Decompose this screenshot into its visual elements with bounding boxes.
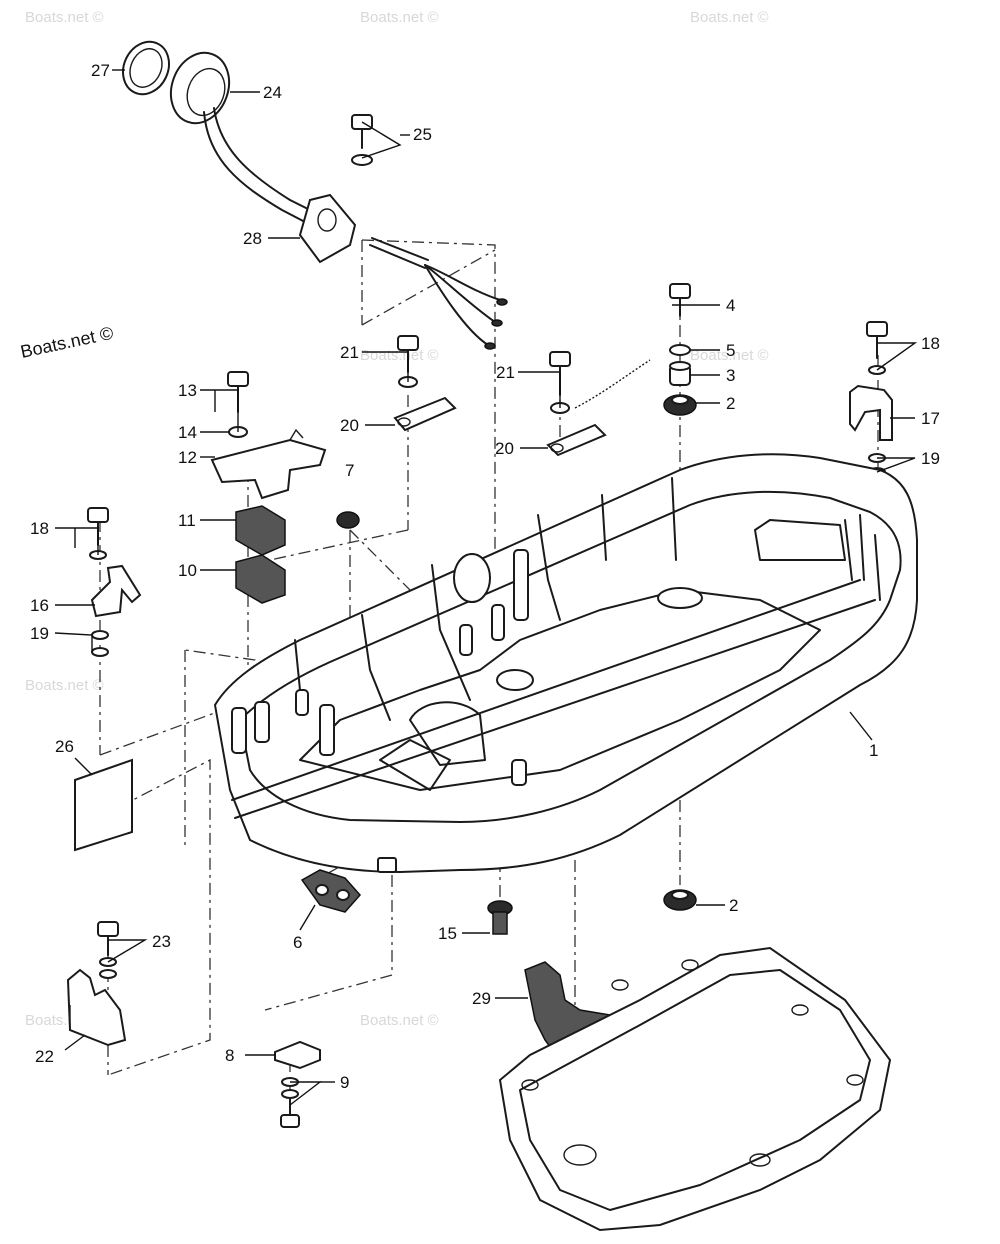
grommet-2-top xyxy=(663,394,697,416)
grommet-2-bottom xyxy=(663,889,697,911)
label-19-left: 19 xyxy=(30,624,49,643)
screw-18-right xyxy=(866,321,888,375)
label-15: 15 xyxy=(438,924,457,943)
label-26: 26 xyxy=(55,737,74,756)
label-18-left: 18 xyxy=(30,519,49,538)
washer-19-left xyxy=(91,630,109,640)
label-21-right: 21 xyxy=(496,363,515,382)
decal-26 xyxy=(74,758,133,852)
bracket-17 xyxy=(849,384,893,441)
label-19-right: 19 xyxy=(921,449,940,468)
label-4: 4 xyxy=(726,296,735,315)
label-2-top: 2 xyxy=(726,394,735,413)
label-25: 25 xyxy=(413,125,432,144)
label-11: 11 xyxy=(178,511,196,530)
mount-6 xyxy=(300,869,362,913)
holder-12 xyxy=(210,428,327,500)
adaptor-plate xyxy=(498,946,892,1232)
label-12: 12 xyxy=(178,448,197,467)
watermark: Boats.net © xyxy=(690,9,769,26)
label-21-left: 21 xyxy=(340,343,359,362)
label-14: 14 xyxy=(178,423,197,442)
watermark: Boats.net © xyxy=(25,9,104,26)
screw-23 xyxy=(97,921,119,979)
leader-lines xyxy=(54,69,918,1106)
watermark: Boats.net © xyxy=(360,1012,439,1029)
part-number-labels: 27 24 25 28 4 5 3 2 18 17 19 21 21 20 20… xyxy=(30,61,940,1092)
screw-9 xyxy=(280,1077,300,1128)
label-29: 29 xyxy=(472,989,491,1008)
watermark: Boats.net © xyxy=(360,347,439,364)
watermark: Boats.net © xyxy=(360,9,439,26)
label-27: 27 xyxy=(91,61,110,80)
washer-19-left xyxy=(91,647,109,657)
bracket-22 xyxy=(66,968,127,1047)
plug-15 xyxy=(487,900,513,935)
wire-harness xyxy=(369,237,508,350)
spacer-3 xyxy=(669,361,691,386)
label-20-right: 20 xyxy=(495,439,514,458)
label-3: 3 xyxy=(726,366,735,385)
label-9: 9 xyxy=(340,1073,349,1092)
clamp-11 xyxy=(235,505,286,556)
label-10: 10 xyxy=(178,561,197,580)
clamp-10 xyxy=(235,554,286,604)
washer-5 xyxy=(669,344,691,356)
screw-21-right xyxy=(549,351,651,414)
grommet-assembly xyxy=(169,51,341,236)
screw-18-left xyxy=(87,507,109,560)
grommet-7 xyxy=(336,511,360,529)
label-7: 7 xyxy=(345,461,354,480)
label-20-left: 20 xyxy=(340,416,359,435)
watermark: Boats.net © xyxy=(690,347,769,364)
clamp-20-right xyxy=(546,423,607,457)
label-23: 23 xyxy=(152,932,171,951)
label-5: 5 xyxy=(726,341,735,360)
label-24: 24 xyxy=(263,83,282,102)
label-6: 6 xyxy=(293,933,302,952)
label-13: 13 xyxy=(178,381,197,400)
label-17: 17 xyxy=(921,409,940,428)
seal-ring xyxy=(122,40,170,96)
label-2-bottom: 2 xyxy=(729,896,738,915)
label-8: 8 xyxy=(225,1046,234,1065)
screw-4 xyxy=(669,283,691,317)
bracket-16 xyxy=(90,564,142,618)
label-18-right: 18 xyxy=(921,334,940,353)
bottom-cowl xyxy=(213,453,918,874)
label-1: 1 xyxy=(869,741,878,760)
label-16: 16 xyxy=(30,596,49,615)
plate-8 xyxy=(274,1040,321,1070)
watermark: Boats.net © xyxy=(25,677,104,694)
clamp-20-left xyxy=(393,396,457,432)
label-28: 28 xyxy=(243,229,262,248)
label-22: 22 xyxy=(35,1047,54,1066)
copyright-text: Boats.net © xyxy=(19,323,115,362)
bracket-28 xyxy=(298,193,357,264)
